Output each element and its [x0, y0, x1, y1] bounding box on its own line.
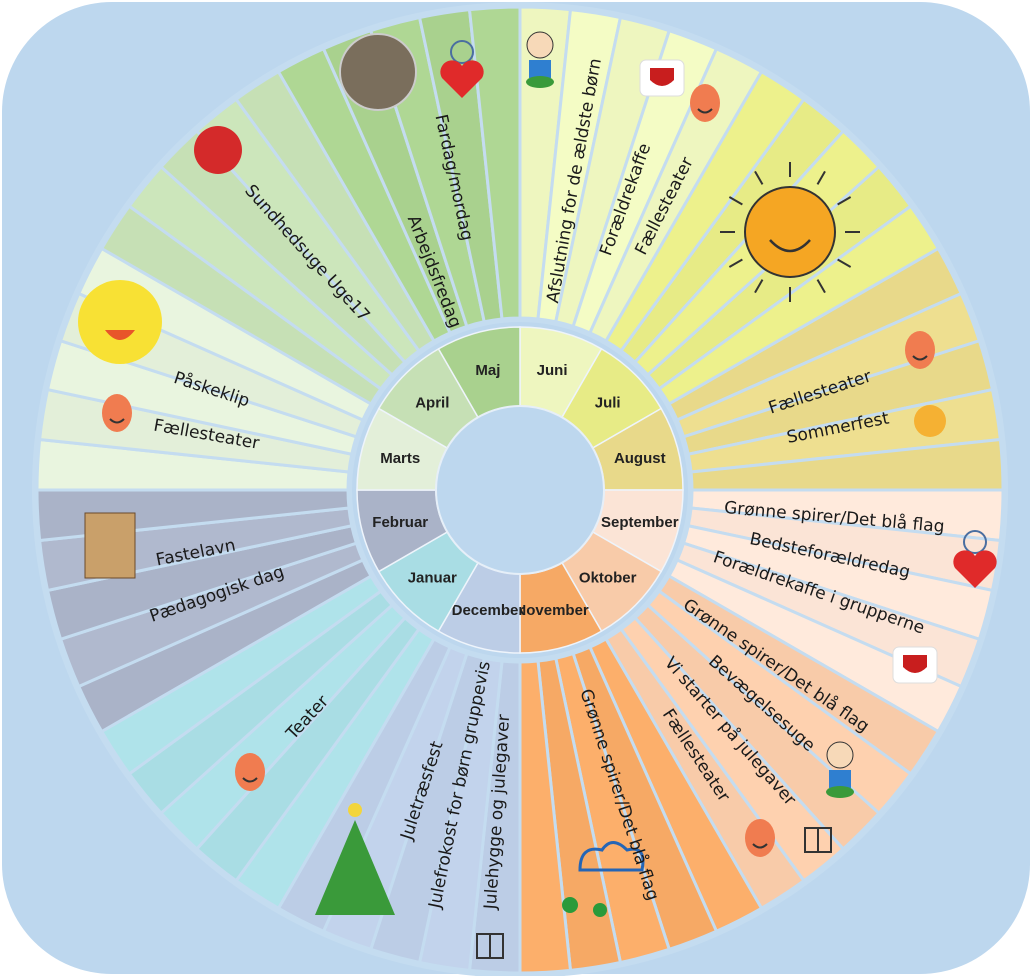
theater-mask-icon [235, 753, 265, 791]
theater-mask-icon [745, 819, 775, 857]
coffee-cup-icon [892, 646, 938, 684]
month-label: Januar [408, 570, 457, 587]
month-label: Maj [475, 362, 500, 379]
month-label: Februar [372, 514, 428, 531]
month-label: Oktober [579, 570, 637, 587]
icons-layer [78, 31, 997, 959]
month-label: November [515, 602, 589, 619]
theater-mask-icon [905, 331, 935, 369]
christmas-tree-icon [315, 803, 395, 915]
sun-icon [914, 405, 946, 437]
apple-icon [194, 126, 242, 174]
fastelavn-barrel-icon [84, 512, 136, 579]
kids-icon [826, 741, 854, 798]
gift-icon [476, 933, 504, 959]
kids-icon [526, 31, 554, 88]
month-label: Juli [595, 394, 621, 411]
chick-icon [78, 280, 162, 364]
heart-figure-icon [440, 40, 484, 98]
coffee-cup-icon [639, 59, 685, 97]
heart-figure-icon [953, 530, 997, 588]
theater-mask-icon [690, 84, 720, 122]
gift-icon [804, 827, 832, 853]
theater-mask-icon [102, 394, 132, 432]
sun-icon [720, 162, 860, 302]
month-label: Marts [380, 450, 420, 467]
month-ring: JuniJuliAugustSeptemberOktoberNovemberDe… [356, 326, 684, 654]
stripe-maj [467, 5, 522, 321]
month-label: September [601, 514, 679, 531]
month-label: August [614, 450, 666, 467]
month-label: April [415, 394, 449, 411]
month-label: Juni [537, 362, 568, 379]
work-photo-icon [339, 33, 417, 111]
wheel-center [435, 405, 605, 575]
green-sprouts-logo-icon [562, 841, 645, 917]
month-label: December [452, 602, 525, 619]
